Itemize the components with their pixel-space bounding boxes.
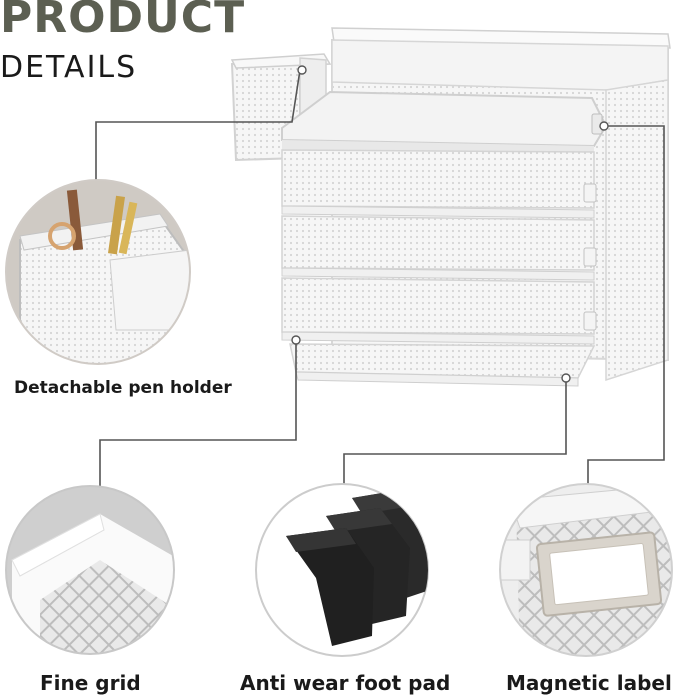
caption-fine-grid: Fine grid [40, 671, 141, 695]
callout-dot-fine-grid [291, 335, 301, 345]
caption-pen-holder: Detachable pen holder [14, 378, 232, 398]
callout-foot-pad [343, 378, 567, 484]
pen-holder-detail-circle [5, 179, 191, 365]
callout-dot-foot-pad [561, 373, 571, 383]
foam-pad-detail-circle [255, 483, 429, 657]
callout-dot-magnetic-label [599, 121, 609, 131]
tray-4 [281, 277, 597, 345]
page-title: PRODUCT [0, 0, 246, 43]
callout-dot-pen-holder [297, 65, 307, 75]
callout-fine-grid [99, 340, 297, 486]
caption-foot-pad: Anti wear foot pad [240, 671, 451, 695]
tray-2 [281, 149, 597, 219]
fine-grid-detail-circle [5, 485, 175, 655]
caption-magnetic-label: Magnetic label [506, 671, 672, 695]
label-window [549, 543, 649, 606]
tray-3 [281, 215, 597, 281]
page-subtitle: DETAILS [0, 50, 138, 85]
magnetic-label-detail-circle [499, 483, 673, 657]
desk-organizer [230, 27, 671, 387]
tray-5 [289, 343, 596, 387]
callout-lines [95, 69, 665, 486]
callout-pen-holder [95, 69, 301, 184]
callout-magnetic-label [587, 125, 665, 484]
tray-1 [281, 90, 608, 152]
